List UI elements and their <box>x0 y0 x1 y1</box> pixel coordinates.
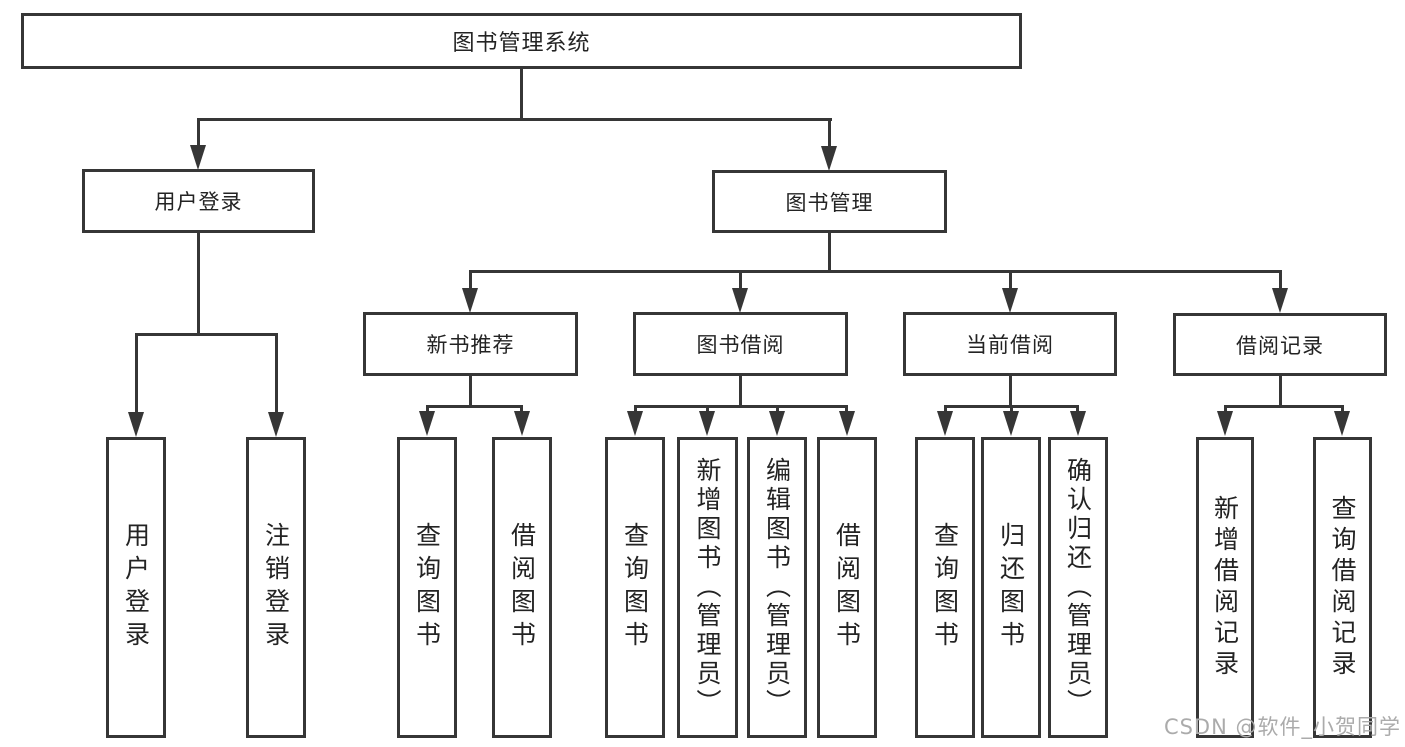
connector-line <box>469 376 472 408</box>
connector-line <box>828 118 831 148</box>
arrowhead <box>1272 288 1288 313</box>
leaf-borrow-book-2: 借阅图书 <box>817 437 877 738</box>
connector-line <box>135 333 138 413</box>
connector-line <box>469 270 1282 273</box>
node-user-login: 用户登录 <box>82 169 315 233</box>
connector-line <box>1010 405 1013 413</box>
connector-line <box>828 233 831 273</box>
arrowhead <box>419 411 435 436</box>
arrowhead <box>1334 411 1350 436</box>
leaf-borrow-book-1: 借阅图书 <box>492 437 552 738</box>
leaf-user-login: 用户登录 <box>106 437 166 738</box>
connector-line <box>520 69 523 121</box>
leaf-return-book: 归还图书 <box>981 437 1041 738</box>
connector-line <box>426 405 429 413</box>
arrowhead <box>462 288 478 313</box>
connector-line <box>197 118 832 121</box>
arrowhead <box>514 411 530 436</box>
connector-line <box>706 405 709 413</box>
arrowhead <box>268 412 284 437</box>
node-current-borrow: 当前借阅 <box>903 312 1117 376</box>
connector-line <box>776 405 779 413</box>
connector-line <box>845 405 848 413</box>
arrowhead <box>937 411 953 436</box>
leaf-logout: 注销登录 <box>246 437 306 738</box>
leaf-query-book-2: 查询图书 <box>605 437 665 738</box>
connector-line <box>135 333 278 336</box>
connector-line <box>1224 405 1343 408</box>
connector-line <box>197 233 200 336</box>
connector-line <box>469 270 472 290</box>
connector-line <box>520 405 523 413</box>
connector-line <box>739 376 742 408</box>
node-new-book-recommend: 新书推荐 <box>363 312 578 376</box>
arrowhead <box>190 145 206 170</box>
leaf-confirm-return-admin: 确认归还（管理员） <box>1048 437 1108 738</box>
arrowhead <box>1003 411 1019 436</box>
connector-line <box>634 405 848 408</box>
connector-line <box>1009 270 1012 290</box>
connector-line <box>1076 405 1079 413</box>
node-book-management: 图书管理 <box>712 170 947 233</box>
connector-line <box>944 405 947 413</box>
arrowhead <box>769 411 785 436</box>
csdn-watermark: CSDN @软件_小贺同学 <box>1163 715 1401 739</box>
leaf-add-borrow-record: 新增借阅记录 <box>1196 437 1254 738</box>
arrowhead <box>699 411 715 436</box>
arrowhead <box>1217 411 1233 436</box>
arrowhead <box>1070 411 1086 436</box>
arrowhead <box>732 288 748 313</box>
arrowhead <box>128 412 144 437</box>
connector-line <box>1009 376 1012 408</box>
leaf-query-book-3: 查询图书 <box>915 437 975 738</box>
node-borrow-records: 借阅记录 <box>1173 313 1387 376</box>
arrowhead <box>839 411 855 436</box>
connector-line <box>1279 376 1282 408</box>
leaf-edit-book-admin: 编辑图书（管理员） <box>747 437 807 738</box>
connector-line <box>1279 270 1282 290</box>
leaf-query-book-1: 查询图书 <box>397 437 457 738</box>
node-book-borrow: 图书借阅 <box>633 312 848 376</box>
connector-line <box>275 333 278 413</box>
arrowhead <box>821 146 837 171</box>
connector-line <box>197 118 200 148</box>
connector-line <box>426 405 523 408</box>
connector-line <box>1341 405 1344 413</box>
node-library-system: 图书管理系统 <box>21 13 1022 69</box>
connector-line <box>634 405 637 413</box>
connector-line <box>739 270 742 290</box>
leaf-add-book-admin: 新增图书（管理员） <box>677 437 738 738</box>
arrowhead <box>1002 288 1018 313</box>
arrowhead <box>627 411 643 436</box>
leaf-query-borrow-record: 查询借阅记录 <box>1313 437 1372 738</box>
connector-line <box>1224 405 1227 413</box>
